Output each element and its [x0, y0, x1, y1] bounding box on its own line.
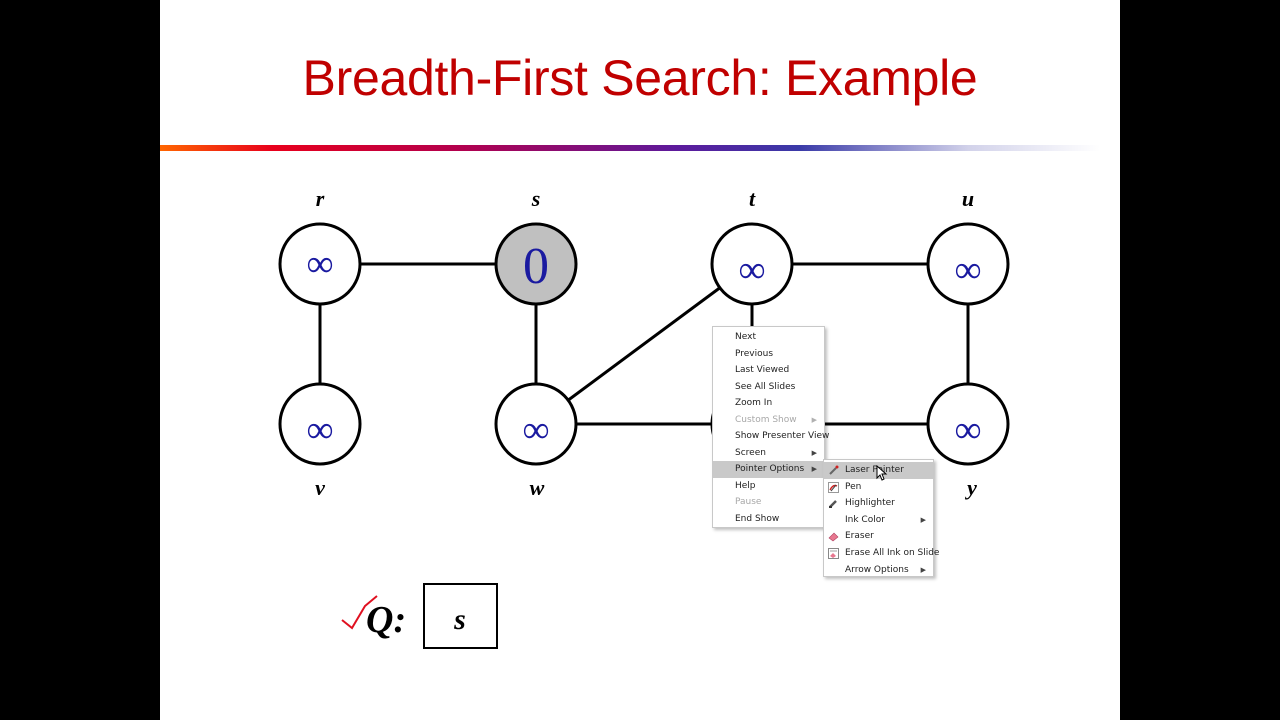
node-u: ∞ [926, 222, 1010, 306]
node-value: ∞ [306, 243, 333, 285]
node-value: ∞ [954, 249, 981, 291]
node-y: ∞ [926, 382, 1010, 466]
menu-item-label: Last Viewed [735, 365, 790, 375]
menu-item-show-presenter-view[interactable]: Show Presenter View [713, 428, 829, 445]
node-s: 0 [494, 222, 578, 306]
menu-item-screen[interactable]: Screen ▶ [713, 445, 824, 462]
bfs-graph: ∞ 0 ∞ ∞ ∞ ∞ ∞ r s t [278, 186, 1010, 649]
menu-item-label: Highlighter [845, 498, 895, 509]
submenu-arrow-icon: ▶ [811, 415, 817, 424]
menu-item-last-viewed[interactable]: Last Viewed [713, 362, 824, 379]
submenu-item-pen[interactable]: Pen [824, 479, 933, 496]
menu-item-label: Pen [845, 481, 862, 492]
highlighter-icon [829, 500, 837, 509]
node-r: ∞ [278, 222, 362, 306]
menu-item-label: Custom Show [735, 414, 797, 425]
menu-item-label: Pointer Options [735, 464, 805, 474]
node-v: ∞ [278, 382, 362, 466]
queue-label: Q: [366, 599, 406, 641]
submenu-item-erase-all-ink[interactable]: Erase All Ink on Slide [824, 545, 939, 562]
menu-item-end-show[interactable]: End Show [713, 511, 824, 528]
queue-item-s: s [453, 603, 466, 636]
ink-checkmark [341, 595, 378, 630]
node-label-w: w [530, 475, 545, 500]
eraser-icon [828, 532, 839, 542]
pen-icon [828, 481, 839, 493]
node-label-u: u [962, 186, 974, 211]
menu-item-zoom-in[interactable]: Zoom In [713, 395, 824, 412]
node-label-v: v [315, 475, 325, 500]
menu-item-see-all-slides[interactable]: See All Slides [713, 379, 824, 396]
menu-item-label: Pause [735, 497, 762, 507]
node-label-r: r [316, 186, 325, 211]
slide-title: Breadth-First Search: Example [302, 50, 978, 106]
submenu-arrow-icon: ▶ [811, 465, 817, 473]
submenu-item-highlighter[interactable]: Highlighter [824, 495, 933, 512]
submenu-arrow-icon: ▶ [920, 515, 926, 524]
menu-item-help[interactable]: Help [713, 478, 824, 495]
submenu-item-ink-color[interactable]: Ink Color ▶ [824, 512, 933, 529]
menu-item-label: Erase All Ink on Slide [845, 547, 940, 558]
node-label-t: t [749, 186, 756, 211]
menu-item-custom-show: Custom Show ▶ [713, 412, 824, 429]
menu-item-label: Help [735, 480, 756, 491]
slideshow-context-menu: Next Previous Last Viewed See All Slides… [712, 326, 829, 528]
menu-item-label: Ink Color [845, 514, 885, 525]
laser-pointer-icon [829, 465, 839, 475]
node-value: ∞ [954, 409, 981, 451]
node-w: ∞ [494, 382, 578, 466]
node-label-s: s [531, 186, 541, 211]
menu-item-label: Next [735, 332, 756, 342]
edge-w-t [535, 262, 753, 426]
menu-item-previous[interactable]: Previous [713, 346, 824, 363]
menu-item-pointer-options[interactable]: Pointer Options ▶ [713, 461, 824, 478]
submenu-item-eraser[interactable]: Eraser [824, 528, 933, 545]
submenu-arrow-icon: ▶ [811, 448, 817, 457]
menu-item-label: Show Presenter View [735, 431, 830, 441]
submenu-item-arrow-options[interactable]: Arrow Options ▶ [824, 562, 933, 579]
node-label-y: y [964, 475, 977, 500]
node-value: ∞ [522, 409, 549, 451]
erase-all-ink-icon [828, 547, 839, 559]
menu-item-label: Previous [735, 348, 774, 359]
title-gradient-rule [160, 145, 1100, 151]
menu-item-label: Eraser [845, 531, 874, 542]
node-t: ∞ [710, 222, 794, 306]
menu-item-label: End Show [735, 513, 780, 524]
menu-item-label: Screen [735, 447, 766, 458]
menu-item-label: Zoom In [735, 398, 773, 408]
menu-item-label: See All Slides [735, 381, 796, 392]
menu-item-label: Arrow Options [845, 564, 909, 575]
node-value: ∞ [738, 249, 765, 291]
menu-item-pause: Pause [713, 494, 824, 511]
submenu-arrow-icon: ▶ [920, 565, 926, 574]
menu-item-label: Laser Pointer [845, 465, 904, 475]
node-value: ∞ [306, 409, 333, 451]
pointer-options-submenu: Laser Pointer Pen Highlighter Ink Color ▶… [823, 459, 939, 579]
queue-box [423, 583, 498, 649]
node-value: 0 [523, 238, 549, 295]
mouse-cursor-icon [876, 465, 888, 481]
menu-item-next[interactable]: Next [713, 329, 824, 346]
slide: Breadth-First Search: Example ∞ 0 ∞ ∞ [160, 0, 1120, 720]
